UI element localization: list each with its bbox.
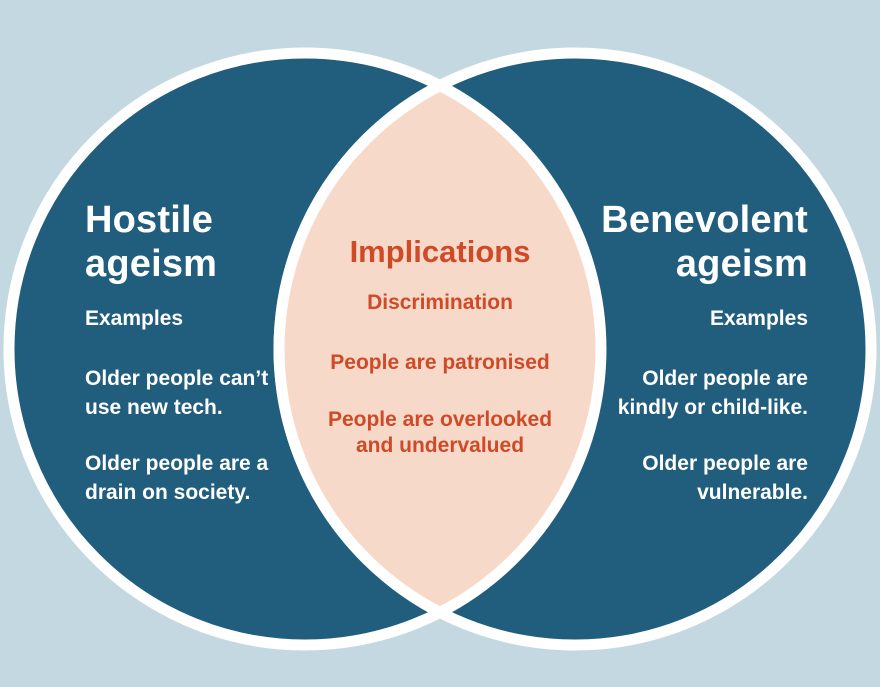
overlap-lens	[273, 79, 607, 619]
implications-title: Implications	[349, 234, 531, 269]
hostile-examples-label: Examples	[85, 307, 184, 330]
implication-item: People are patronised	[330, 351, 550, 374]
benevolent-example-item: Older people are vulnerable.	[642, 452, 808, 504]
implication-item: Discrimination	[367, 291, 513, 314]
benevolent-example-item: Older people are kindly or child-like.	[617, 367, 808, 419]
hostile-example-item: Older people can’t use new tech.	[85, 367, 269, 419]
hostile-ageism-title: Hostile ageism	[85, 199, 218, 285]
implication-item: People are overlooked and undervalued	[327, 408, 553, 457]
benevolent-ageism-title: Benevolent ageism	[601, 199, 808, 285]
benevolent-examples-label: Examples	[709, 307, 808, 330]
hostile-example-item: Older people are a drain on society.	[85, 452, 269, 504]
